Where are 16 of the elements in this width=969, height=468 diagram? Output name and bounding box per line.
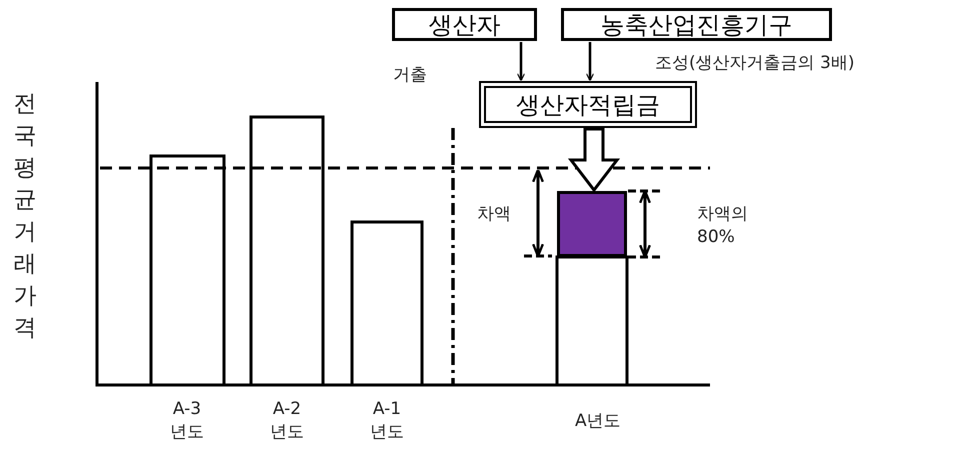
label: 차액 — [477, 203, 511, 226]
arrow — [586, 42, 594, 82]
label: 조성(생산자거출금의 3배) — [655, 52, 854, 75]
shaded-bar — [557, 191, 627, 257]
label: A-2 년도 — [269, 398, 305, 444]
label: 차액의 80% — [697, 203, 749, 249]
arrow — [516, 42, 526, 82]
process-box: 생산자 — [392, 8, 537, 41]
axis-label: 전국평균거래가격 — [12, 90, 38, 343]
label: A-3 년도 — [169, 398, 205, 444]
label: 거출 — [393, 64, 427, 87]
process-box: 농축산업진흥기구 — [561, 8, 832, 41]
label: A-1 년도 — [369, 398, 405, 444]
label: A년도 — [575, 410, 621, 433]
fund-box: 생산자적립금 — [479, 81, 697, 128]
arrow — [568, 128, 620, 192]
